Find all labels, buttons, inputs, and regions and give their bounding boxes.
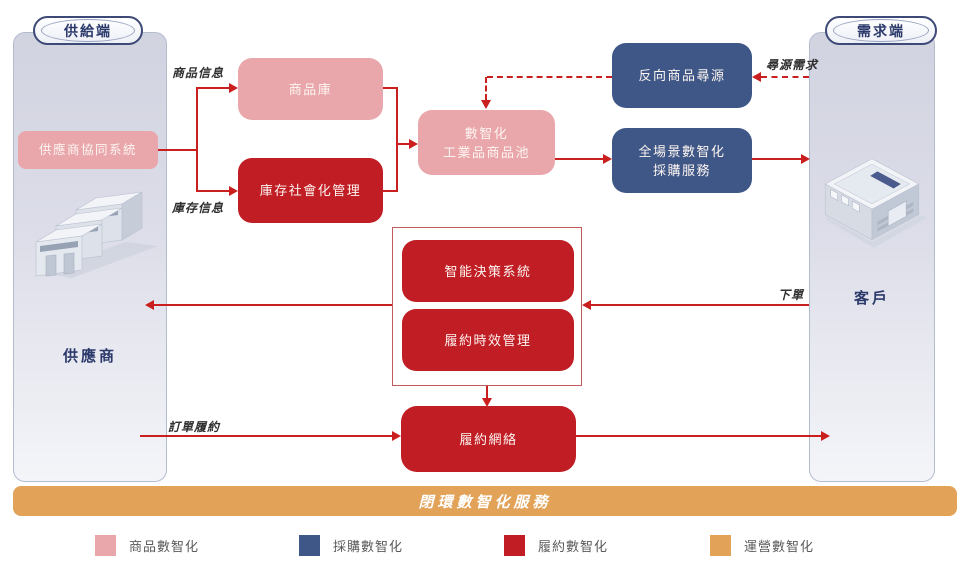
warehouse-icon: [35, 191, 158, 278]
product-pool-label-line2: 工業品商品池: [442, 144, 530, 160]
line-fulfillment-right: [576, 435, 822, 437]
arrowhead-group-right: [582, 300, 591, 310]
arrowhead-network-top: [482, 398, 492, 407]
closed-loop-service-label: 閉環數智化服務: [418, 493, 552, 511]
legend-item-procurement: 採購數智化: [299, 535, 403, 556]
arrowhead-reverse-sourcing: [752, 72, 761, 82]
line-to-product-pool: [396, 143, 410, 145]
arrowhead-network-left: [392, 431, 401, 441]
arrowhead-product-library: [229, 83, 238, 93]
arrowhead-inventory-mgmt: [229, 186, 238, 196]
supply-side-badge: 供給端: [33, 16, 143, 45]
supplier-label: 供應商: [62, 348, 117, 365]
dashed-line-sourcing-demand: [761, 76, 809, 78]
fulfillment-network-box: 履約網絡: [401, 406, 576, 472]
line-group-to-network: [486, 386, 488, 399]
procurement-service-label-line1: 全場景數智化: [638, 143, 726, 159]
legend-swatch-orange: [710, 535, 731, 556]
demand-side-badge: 需求端: [825, 16, 937, 45]
demand-side-badge-label: 需求端: [857, 22, 905, 39]
flow-label-inventory-info: 庫存信息: [172, 201, 225, 215]
line-procurement-to-demand: [752, 158, 801, 160]
product-pool-box: 數智化 工業品商品池: [418, 110, 555, 175]
supplier-system-box: 供應商協同系統: [18, 131, 158, 169]
fulfillment-sla-label: 履約時效管理: [444, 332, 532, 348]
flow-label-sourcing-demand: 尋源需求: [766, 58, 819, 72]
arrowhead-pool-top: [481, 100, 491, 109]
supplier-system-label: 供應商協同系統: [38, 142, 137, 157]
line-product-library-out: [383, 87, 398, 89]
line-supplier-system-out: [155, 149, 197, 151]
demand-side-panel: [809, 32, 935, 482]
closed-loop-service-bar: 閉環數智化服務: [13, 486, 957, 516]
product-library-box: 商品庫: [238, 58, 383, 120]
arrowhead-supplier-panel: [145, 300, 154, 310]
flow-label-product-info: 商品信息: [172, 66, 225, 80]
arrowhead-demand-panel: [801, 154, 810, 164]
product-library-label: 商品庫: [288, 81, 333, 97]
supply-side-badge-label: 供給端: [64, 22, 112, 39]
procurement-service-label-line2: 採購服務: [652, 162, 711, 178]
reverse-sourcing-box: 反向商品尋源: [612, 43, 752, 108]
legend-item-fulfillment: 履約數智化: [504, 535, 608, 556]
line-merge-upper: [396, 87, 398, 144]
line-fulfillment-left: [140, 435, 392, 437]
legend-swatch-red: [504, 535, 525, 556]
line-pool-to-procurement: [555, 158, 603, 160]
line-inventory-out: [383, 190, 398, 192]
legend-item-product: 商品數智化: [95, 535, 199, 556]
reverse-sourcing-label: 反向商品尋源: [638, 68, 726, 83]
legend-label-product: 商品數智化: [129, 539, 200, 554]
legend-label-procurement: 採購數智化: [333, 539, 404, 554]
decision-system-box: 智能決策系統: [402, 240, 574, 302]
line-split-vertical: [196, 87, 198, 192]
inventory-social-mgmt-box: 庫存社會化管理: [238, 158, 383, 223]
legend-label-operations: 運營數智化: [744, 539, 815, 554]
dashed-line-reverse-sourcing-horizontal: [487, 76, 612, 78]
decision-group-frame: [392, 227, 582, 386]
legend-swatch-blue: [299, 535, 320, 556]
procurement-service-box: 全場景數智化 採購服務: [612, 128, 752, 193]
customer-label: 客戶: [853, 290, 890, 307]
legend-label-fulfillment: 履約數智化: [538, 539, 609, 554]
product-pool-label-line1: 數智化: [464, 125, 509, 141]
line-to-product-library: [196, 87, 230, 89]
arrowhead-product-pool: [409, 139, 418, 149]
arrowhead-procurement: [603, 154, 612, 164]
flow-label-order-fulfillment: 訂單履約: [168, 420, 221, 434]
line-order-left: [154, 304, 392, 306]
fulfillment-sla-box: 履約時效管理: [402, 309, 574, 371]
legend-swatch-pink: [95, 535, 116, 556]
line-order-right: [591, 304, 809, 306]
customer-building-icon: [824, 158, 926, 248]
legend-item-operations: 運營數智化: [710, 535, 814, 556]
decision-system-label: 智能決策系統: [444, 263, 532, 279]
fulfillment-network-label: 履約網絡: [459, 431, 518, 447]
flow-label-place-order: 下單: [778, 288, 805, 302]
line-to-inventory-mgmt: [196, 190, 230, 192]
arrowhead-fulfillment-demand: [821, 431, 830, 441]
dashed-line-reverse-sourcing-vertical: [485, 77, 487, 100]
inventory-social-mgmt-label: 庫存社會化管理: [259, 183, 362, 198]
line-merge-lower: [396, 143, 398, 192]
